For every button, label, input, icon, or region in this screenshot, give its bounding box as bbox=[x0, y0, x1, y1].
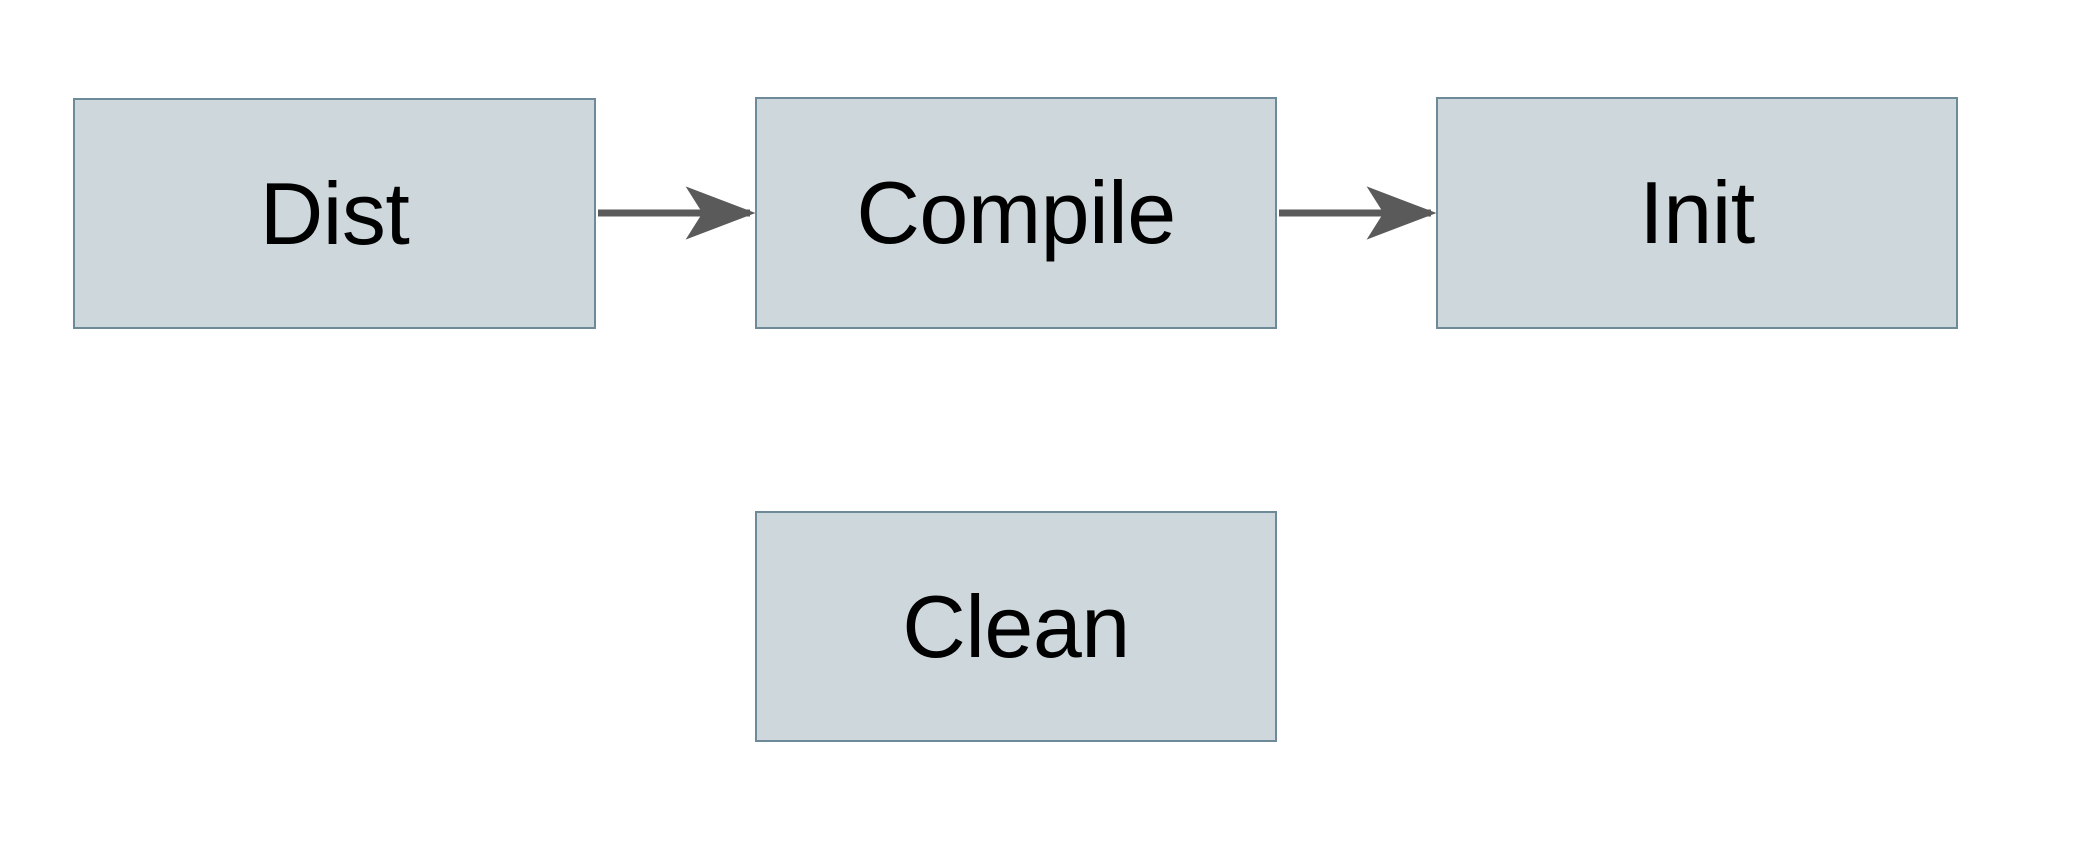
node-init-label: Init bbox=[1639, 163, 1755, 262]
node-clean[interactable]: Clean bbox=[755, 511, 1277, 742]
node-compile[interactable]: Compile bbox=[755, 97, 1277, 329]
node-compile-label: Compile bbox=[856, 163, 1176, 262]
node-init[interactable]: Init bbox=[1436, 97, 1958, 329]
node-dist[interactable]: Dist bbox=[73, 98, 596, 329]
node-dist-label: Dist bbox=[259, 163, 410, 263]
node-clean-label: Clean bbox=[902, 576, 1130, 676]
